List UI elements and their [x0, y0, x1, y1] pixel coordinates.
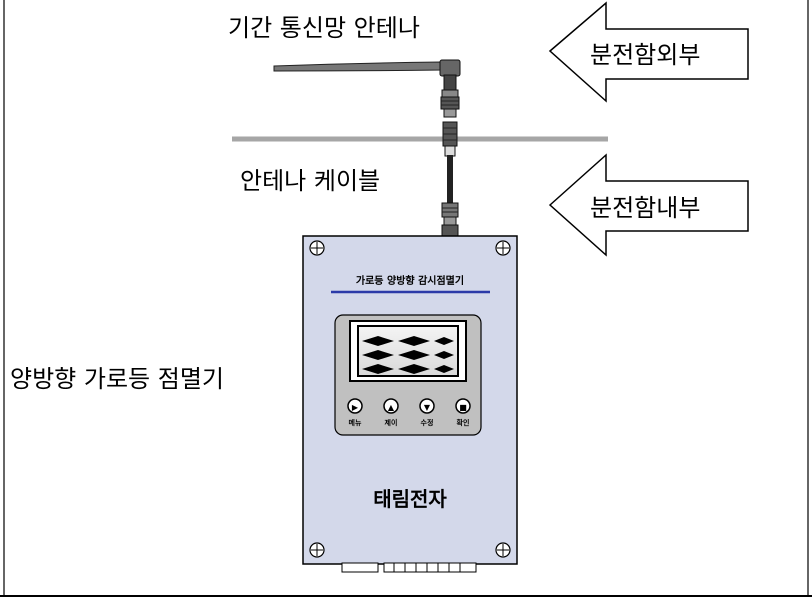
button-down[interactable]: ▼ 수정 — [419, 398, 435, 427]
cable-label: 안테나 케이블 — [240, 167, 380, 195]
maker-name: 태림전자 — [373, 487, 447, 511]
outside-arrow: 분전함외부 — [548, 1, 749, 103]
antenna-title-label: 기간 통신망 안테나 — [228, 14, 420, 42]
button-confirm[interactable]: ■ 확인 — [455, 398, 471, 427]
bottom-connector-left — [341, 562, 379, 573]
antenna-cable — [441, 121, 459, 238]
panel-title: 가로등 양방향 감시점멸기 — [356, 274, 464, 287]
button-up-label: 제이 — [385, 418, 398, 427]
antenna — [273, 59, 461, 118]
button-up[interactable]: ▲ 제이 — [383, 398, 399, 427]
button-menu-label: 메뉴 — [349, 418, 362, 427]
play-icon: ▶ — [352, 403, 359, 412]
lcd-pattern — [362, 336, 454, 374]
up-arrow-icon: ▲ — [388, 403, 395, 412]
inside-arrow: 분전함내부 — [548, 153, 749, 257]
bottom-connector-right — [383, 562, 477, 573]
connector-pins — [393, 563, 461, 572]
outside-arrow-label: 분전함외부 — [590, 41, 700, 69]
streetlight-controller: 가로등 양방향 감시점멸기 ▶ 메뉴 ▲ 제이 — [302, 235, 518, 573]
stop-square-icon: ■ — [459, 403, 467, 412]
device-label: 양방향 가로등 점멸기 — [10, 365, 224, 393]
button-down-label: 수정 — [421, 418, 434, 427]
button-confirm-label: 확인 — [457, 418, 470, 427]
inside-arrow-label: 분전함내부 — [590, 194, 700, 222]
down-arrow-icon: ▼ — [424, 403, 431, 412]
button-menu[interactable]: ▶ 메뉴 — [347, 398, 363, 427]
